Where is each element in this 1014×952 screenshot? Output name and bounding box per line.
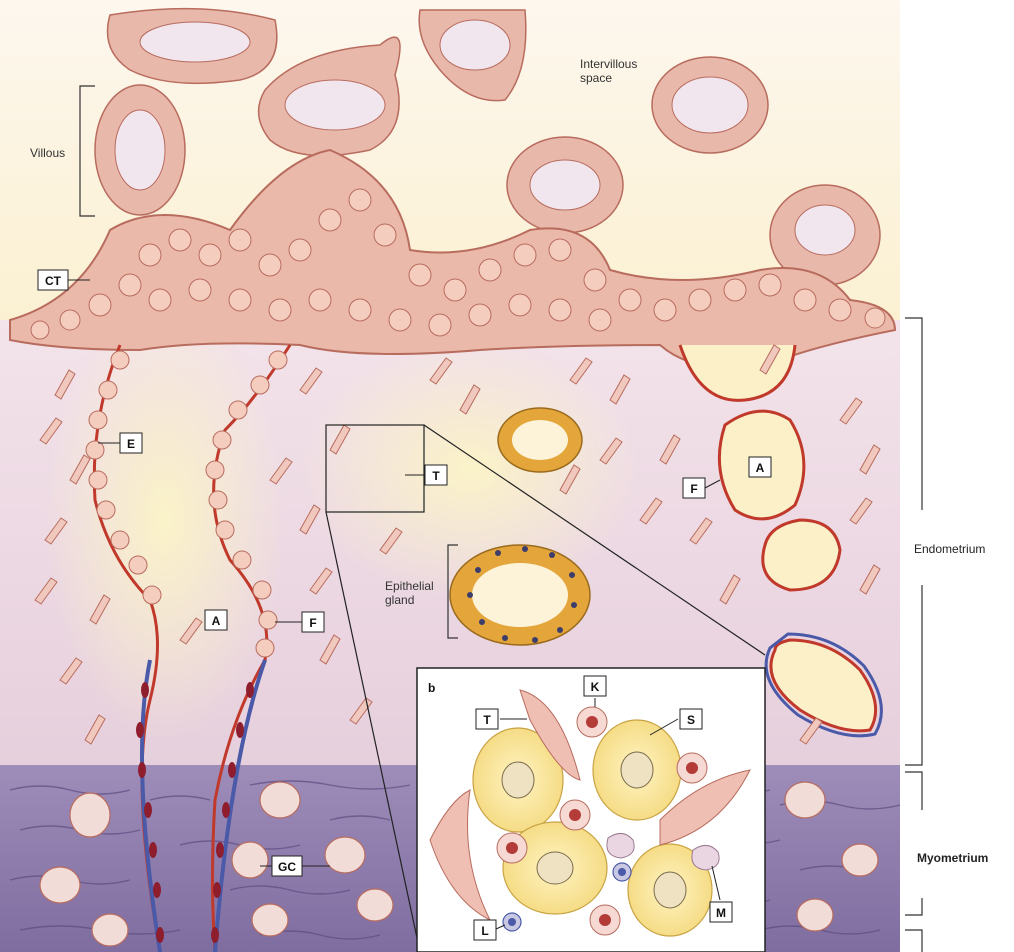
label-myometrium: Myometrium: [917, 851, 988, 865]
svg-text:T: T: [483, 713, 491, 727]
villus-1: [108, 9, 277, 84]
epithelial-gland-large: [450, 545, 590, 645]
svg-text:E: E: [127, 437, 135, 451]
inset-label-l: L: [474, 920, 496, 940]
svg-text:GC: GC: [278, 860, 296, 874]
inset-label-t: T: [476, 709, 498, 729]
svg-text:A: A: [212, 614, 221, 628]
epithelial-gland-small: [498, 408, 582, 472]
svg-text:K: K: [591, 680, 600, 694]
svg-text:A: A: [756, 461, 765, 475]
inset-label-m: M: [710, 902, 732, 922]
inset-label-s: S: [680, 709, 702, 729]
svg-text:CT: CT: [45, 274, 62, 288]
label-villous: Villous: [30, 146, 65, 160]
right-margin: [900, 0, 1014, 952]
villus-4: [95, 85, 185, 215]
inset-panel-label: b: [428, 681, 435, 695]
svg-text:S: S: [687, 713, 695, 727]
villus-6: [507, 137, 623, 233]
svg-text:F: F: [690, 482, 697, 496]
label-box-a-left: A: [205, 610, 227, 630]
villus-5: [652, 57, 768, 153]
label-box-a-right: A: [749, 457, 771, 477]
decidua-glow-left: [45, 300, 285, 740]
svg-text:L: L: [481, 924, 488, 938]
label-endometrium: Endometrium: [914, 542, 985, 556]
svg-text:F: F: [309, 616, 316, 630]
svg-text:T: T: [432, 469, 440, 483]
inset-panel: b T K S M L: [417, 668, 765, 952]
svg-text:M: M: [716, 906, 726, 920]
inset-label-k: K: [584, 676, 606, 696]
